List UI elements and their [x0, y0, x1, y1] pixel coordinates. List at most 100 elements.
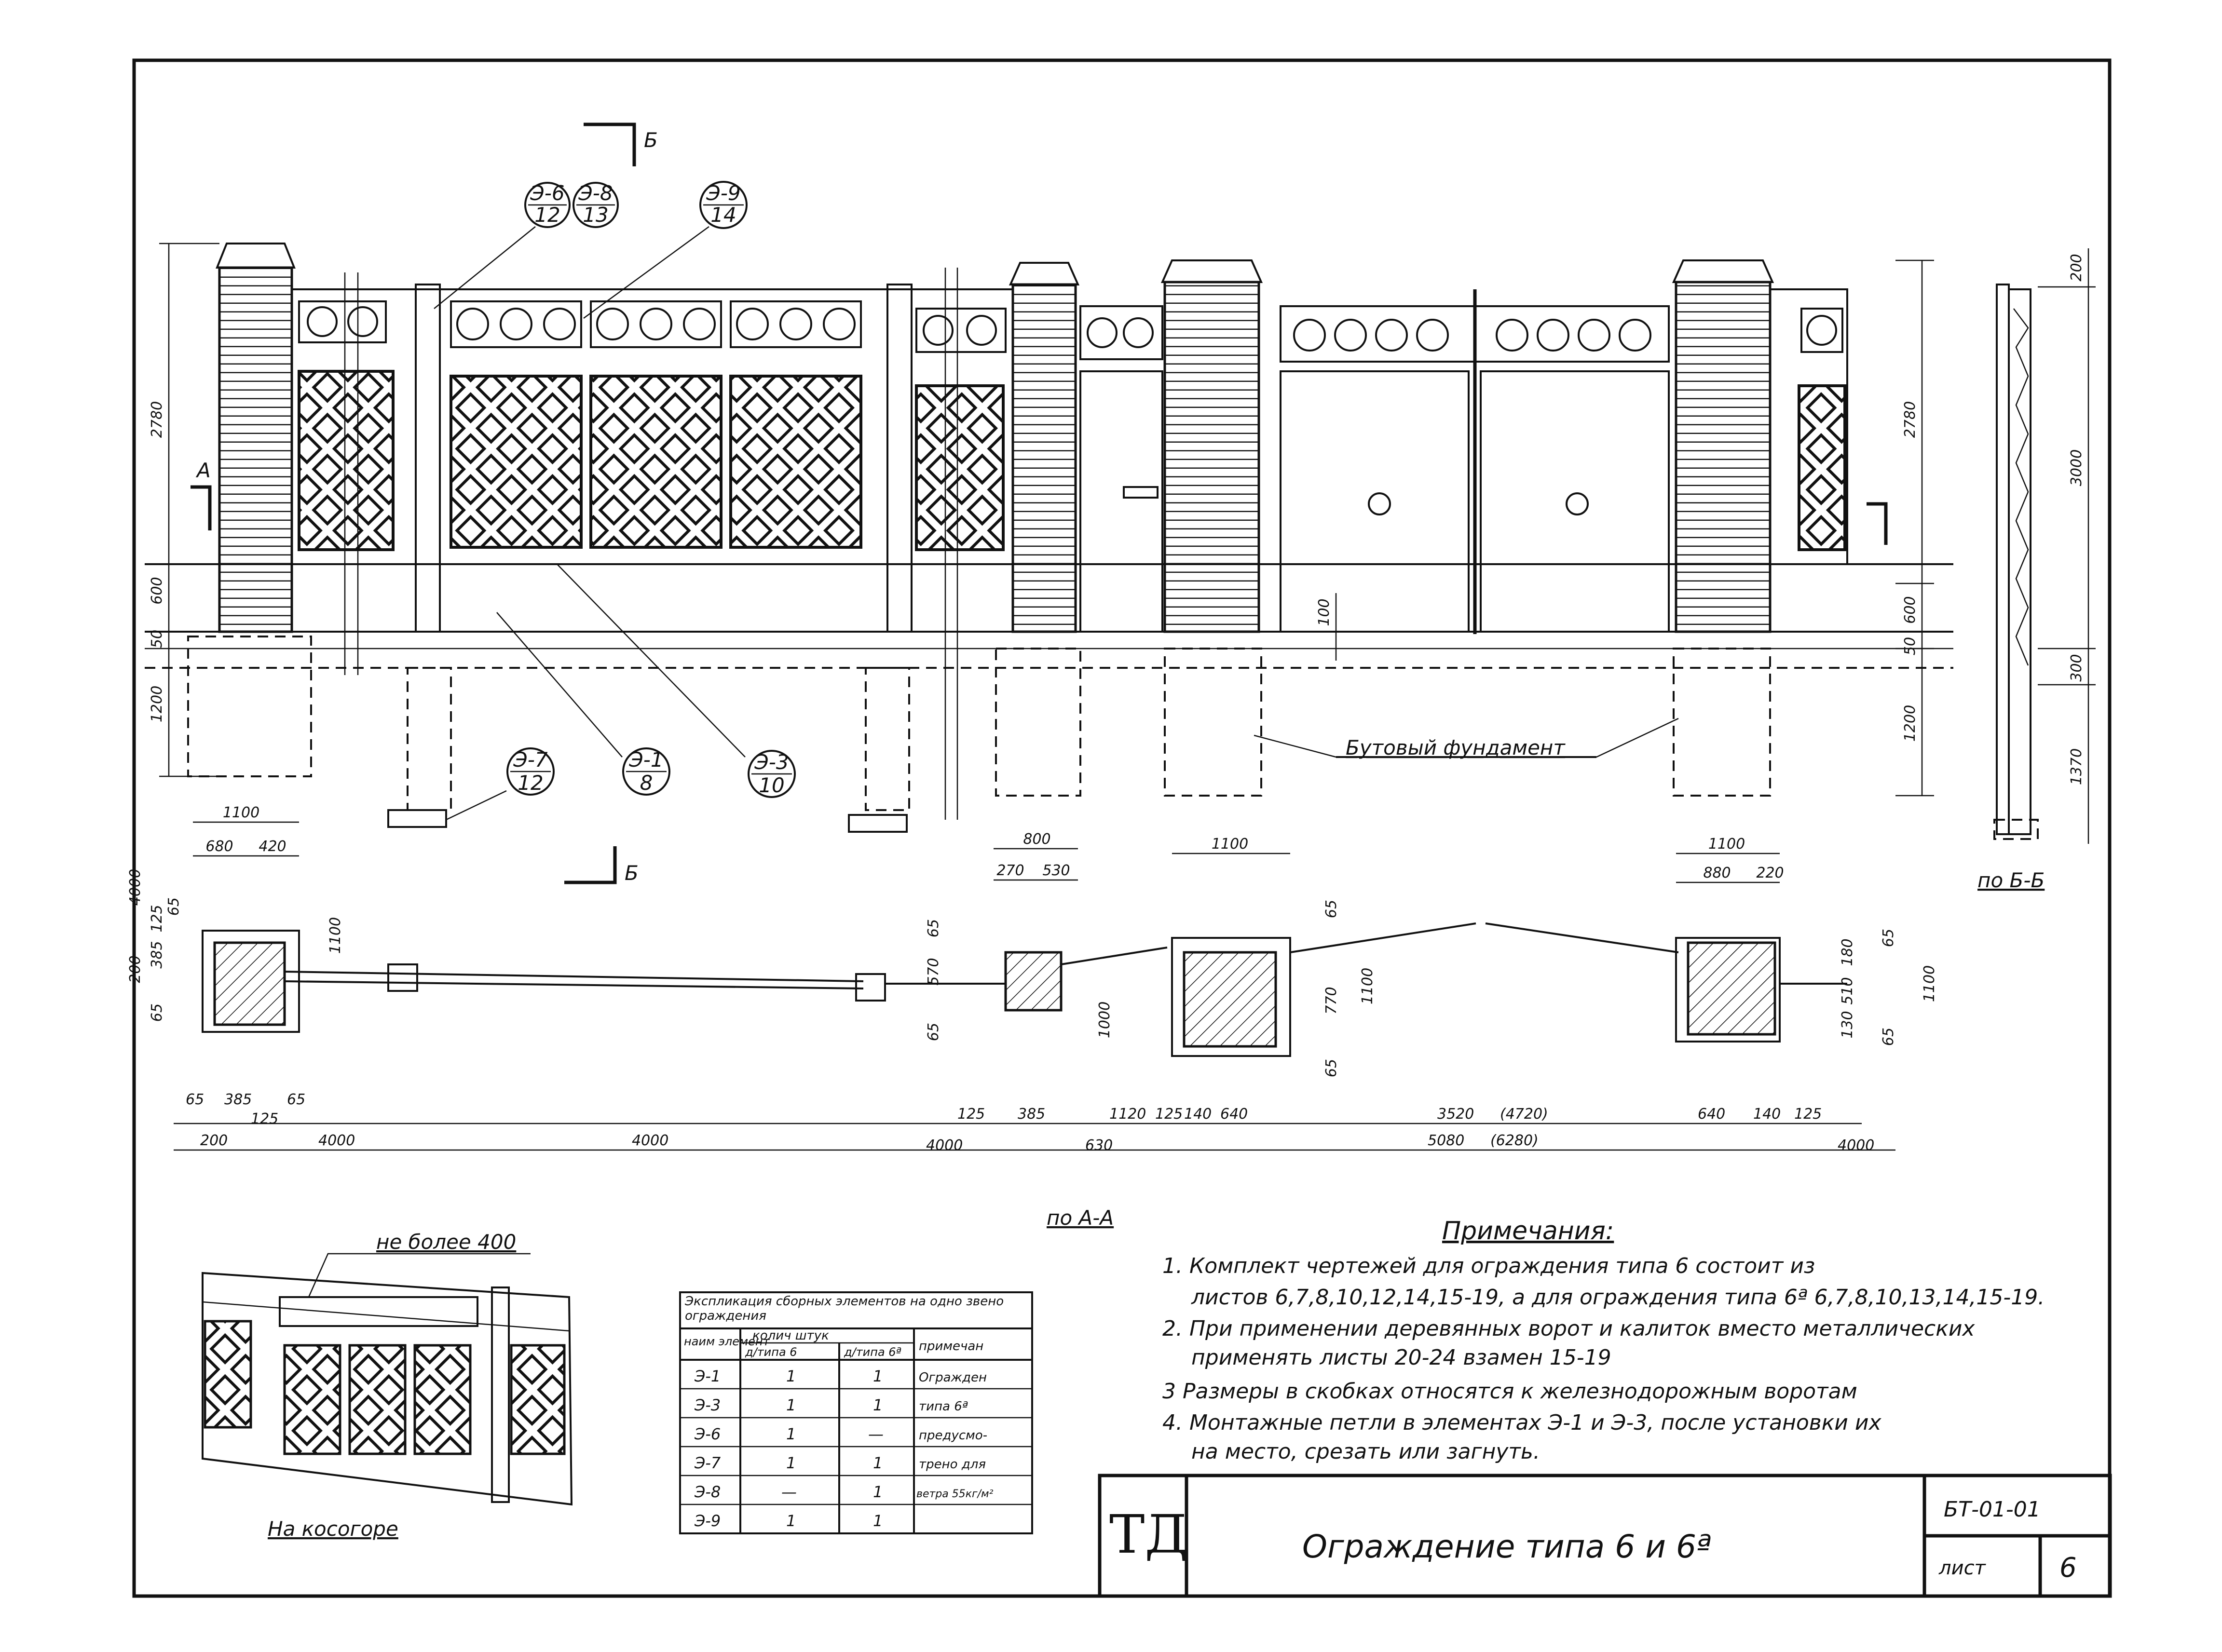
dim-b1-385: 385 — [224, 1091, 252, 1108]
notes: Примечания: 1. Комплект чертежей для огр… — [1162, 1217, 2045, 1464]
drawing-code: БТ-01-01 — [1944, 1497, 2041, 1522]
frieze-panels — [298, 300, 1843, 353]
dim-plan-270: 270 — [996, 862, 1024, 879]
dim-b1-125b: 125 — [957, 1106, 985, 1123]
note-line: 3 Размеры в скобках относятся к железнод… — [1162, 1379, 1857, 1404]
table-row: Э-1 1 1 Огражден — [694, 1367, 987, 1385]
logo: ТД — [1109, 1503, 1188, 1565]
svg-text:ветра 55кг/м²: ветра 55кг/м² — [916, 1488, 994, 1500]
dim-b1-125c: 125 — [1155, 1106, 1183, 1123]
dim-plan-1100-v: 1100 — [327, 917, 344, 954]
callout-top: Э-9 — [706, 181, 740, 205]
callout-top: Э-7 — [513, 748, 547, 772]
note-line: на место, срезать или загнуть. — [1191, 1439, 1540, 1464]
dim-b1-65b: 65 — [287, 1091, 305, 1108]
dim-plan-770: 770 — [1323, 987, 1340, 1014]
dim-b1-3520: 3520 — [1437, 1106, 1474, 1123]
dim-bb-300: 300 — [2068, 654, 2085, 681]
dim-b2-4000b: 4000 — [632, 1132, 668, 1149]
svg-text:Э-1: Э-1 — [694, 1367, 721, 1385]
dim-plan-800: 800 — [1023, 831, 1050, 848]
dim-plan-220: 220 — [1756, 865, 1784, 881]
svg-text:1: 1 — [786, 1367, 796, 1385]
svg-text:трено для: трено для — [919, 1457, 986, 1472]
svg-text:1: 1 — [873, 1454, 883, 1472]
brick-pier — [1163, 281, 1260, 633]
dim-plan-65-v-a: 65 — [165, 897, 182, 916]
section-mark-b-bottom: Б — [625, 861, 639, 885]
callout-top: Э-8 — [578, 181, 613, 205]
callout-bottom: 12 — [518, 771, 543, 795]
dim-right-1200: 1200 — [1902, 705, 1919, 742]
brick-pier — [1011, 283, 1077, 633]
elements-table: Экспликация сборных элементов на одно зв… — [679, 1291, 1033, 1534]
dim-b1-1120: 1120 — [1109, 1106, 1146, 1123]
note-line: применять листы 20-24 взамен 15-19 — [1191, 1345, 1611, 1370]
dim-plan-65-r-a: 65 — [1880, 929, 1897, 947]
table-row: Э-8 — 1 ветра 55кг/м² — [694, 1483, 994, 1501]
dim-plan-530: 530 — [1042, 862, 1070, 879]
callout-bottom: 12 — [534, 203, 560, 227]
dim-plan-65-mid-b: 65 — [925, 1023, 942, 1041]
callout-e6: Э-6 12 — [524, 181, 571, 228]
svg-text:1: 1 — [873, 1483, 883, 1501]
dim-b1-140b: 140 — [1753, 1106, 1781, 1123]
svg-text:Огражден: Огражден — [919, 1370, 987, 1385]
callout-e8: Э-8 13 — [573, 181, 619, 228]
dim-plan-1100-left: 1100 — [223, 804, 259, 821]
table-row: Э-9 1 1 — [694, 1512, 883, 1530]
gate — [1280, 289, 1670, 634]
concrete-post — [415, 284, 441, 633]
dim-left-2780: 2780 — [149, 401, 165, 438]
svg-text:типа 6ª: типа 6ª — [919, 1399, 968, 1414]
wicket — [1079, 305, 1163, 633]
svg-text:1: 1 — [873, 1367, 883, 1385]
dim-plan-65-gate: 65 — [1323, 900, 1340, 918]
dim-plan-130: 130 — [1839, 1011, 1856, 1038]
dim-b1-125d: 125 — [1794, 1106, 1822, 1123]
callout-e9: Э-9 14 — [699, 181, 748, 229]
table-col-count: колич штук — [752, 1328, 829, 1343]
dim-plan-180: 180 — [1839, 938, 1856, 966]
svg-text:—: — — [868, 1425, 884, 1443]
svg-text:Э-9: Э-9 — [694, 1512, 721, 1530]
plan-view: 1100 680 420 800 270 530 1100 1100 880 2… — [127, 804, 1938, 1230]
dim-bb-1370: 1370 — [2068, 748, 2085, 785]
dim-b1-385b: 385 — [1018, 1106, 1045, 1123]
svg-text:1: 1 — [786, 1512, 796, 1530]
notes-title: Примечания: — [1442, 1217, 1614, 1246]
callout-top: Э-6 — [530, 181, 564, 205]
section-bb-view: 200 3000 300 1370 по Б-Б — [1977, 248, 2096, 892]
dim-plan-570: 570 — [925, 958, 942, 985]
svg-text:—: — — [781, 1483, 797, 1501]
callout-bottom: 10 — [759, 773, 784, 797]
dim-plan-1100-r: 1100 — [1921, 965, 1938, 1002]
dim-b1-140: 140 — [1184, 1106, 1212, 1123]
dim-right-600: 600 — [1902, 596, 1919, 623]
dim-b1-125: 125 — [251, 1110, 278, 1127]
dim-left-1200: 1200 — [149, 686, 165, 722]
dim-right-50: 50 — [1902, 637, 1919, 655]
table-row: Э-3 1 1 типа 6ª — [694, 1396, 968, 1414]
note-line: 4. Монтажные петли в элементах Э-1 и Э-3… — [1162, 1410, 1881, 1435]
dim-plan-385-v: 385 — [149, 941, 165, 968]
dim-100: 100 — [1316, 598, 1333, 626]
plan-label: по А-А — [1047, 1206, 1114, 1230]
table-col-note: примечан — [919, 1339, 983, 1354]
note-line: 2. При применении деревянных ворот и кал… — [1162, 1316, 1975, 1341]
callout-bottom: 8 — [640, 771, 653, 795]
dim-b2-630: 630 — [1085, 1137, 1113, 1154]
callout-e1: Э-1 8 — [622, 747, 670, 796]
table-col-type6a: д/типа 6ª — [844, 1345, 901, 1359]
dim-b2-6280: (6280) — [1490, 1132, 1539, 1149]
svg-text:предусмо-: предусмо- — [919, 1428, 987, 1443]
dim-bb-200: 200 — [2068, 254, 2085, 281]
brick-pier — [1675, 281, 1772, 633]
svg-text:Э-8: Э-8 — [694, 1483, 721, 1501]
dim-plan-510: 510 — [1839, 977, 1856, 1004]
sheet-label: лист — [1938, 1557, 1987, 1579]
callout-bottom: 14 — [710, 203, 736, 227]
dim-plan-125-v: 125 — [149, 905, 165, 932]
dim-plan-65-mid-a: 65 — [925, 919, 942, 937]
